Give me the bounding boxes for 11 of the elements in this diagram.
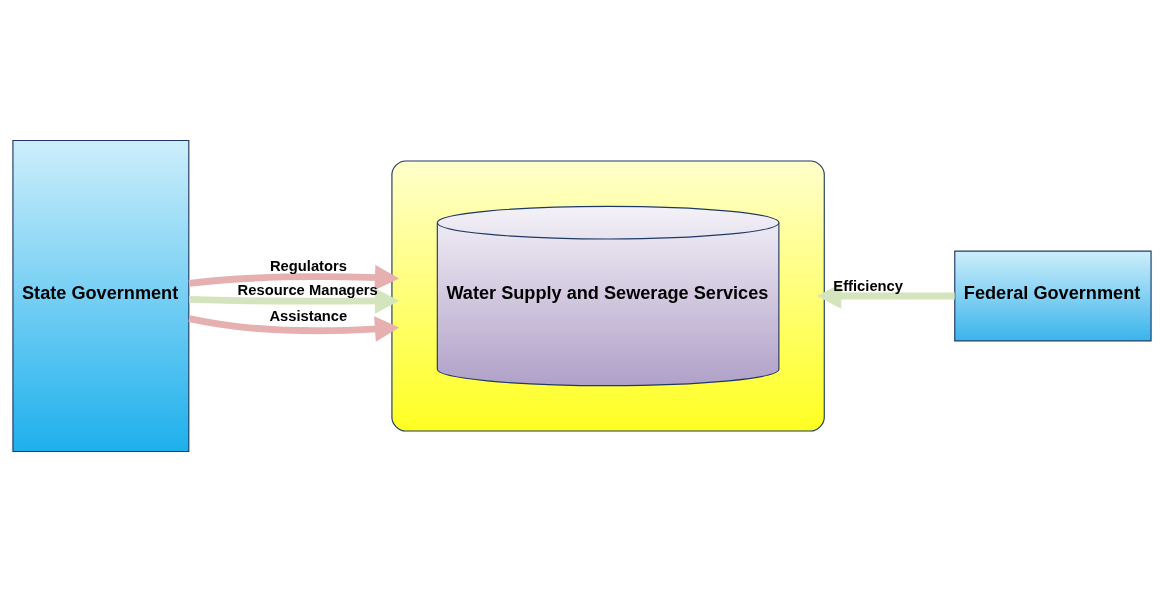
arrow: [189, 288, 400, 314]
edge-label: Resource Managers: [237, 282, 378, 299]
edge-label: Efficiency: [833, 277, 904, 294]
edge-label: Regulators: [269, 258, 347, 275]
arrow: [188, 315, 400, 342]
cluster: [391, 160, 825, 432]
edge-label: Assistance: [269, 308, 348, 325]
node-box: Federal Government: [954, 250, 1152, 342]
arrow: [188, 264, 400, 291]
arrow: [816, 283, 955, 309]
node-box: State Government: [12, 139, 190, 453]
